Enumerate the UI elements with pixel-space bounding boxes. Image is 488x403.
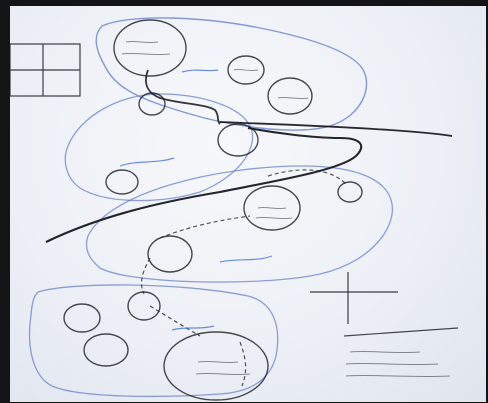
scribble-low-2 <box>255 216 293 220</box>
axis-cross <box>310 272 398 324</box>
dash-link-3 <box>149 305 201 337</box>
blue-scribble-top <box>181 69 219 73</box>
dash-link-1 <box>159 215 251 239</box>
bottom-left-circle-1 <box>63 303 101 333</box>
scribble-top-3 <box>233 68 259 72</box>
mid-zone-outline <box>64 93 254 202</box>
mid-small-circle <box>138 92 166 116</box>
blue-scribble-mid <box>119 157 175 167</box>
right-spur-line <box>219 121 453 137</box>
scribble-bottom-2 <box>195 372 251 376</box>
dashed-connections <box>140 169 347 387</box>
blue-scribble-lower <box>219 255 273 263</box>
lower-center-circle <box>147 235 193 273</box>
top-small-circle-1 <box>227 55 265 85</box>
scribble-top-2 <box>121 52 171 56</box>
bottom-right-underline <box>343 327 459 337</box>
scribble-lines <box>121 40 451 378</box>
mid-circle <box>217 123 259 157</box>
blue-scribble-bottom <box>171 325 215 331</box>
bottom-left-circle-3 <box>83 333 129 367</box>
sketch-canvas <box>10 17 459 401</box>
mid-left-circle <box>105 169 139 195</box>
bottom-zone-outline <box>28 284 279 398</box>
scribbles <box>119 40 451 378</box>
scribble-bottom-1 <box>197 360 239 364</box>
corner-table <box>10 43 81 97</box>
whiteboard-photo <box>10 6 486 402</box>
dash-link-4 <box>239 341 247 387</box>
dash-link-2 <box>140 257 151 295</box>
top-connector-line <box>145 69 221 125</box>
scribble-low-1 <box>257 206 287 210</box>
top-zone-outline <box>95 17 368 131</box>
dash-link-5 <box>267 169 347 185</box>
scribble-bottom-right-1 <box>349 350 421 354</box>
top-small-circle-2 <box>267 77 313 115</box>
lower-right-circle <box>243 185 301 231</box>
node-circles <box>63 19 363 401</box>
bottom-big-circle <box>163 331 269 401</box>
scribble-top-4 <box>277 96 309 100</box>
lower-zone-outline <box>85 165 394 283</box>
scribble-bottom-right-2 <box>345 362 439 366</box>
bottom-left-circle-2 <box>127 291 161 321</box>
scribble-bottom-right-3 <box>345 374 451 378</box>
main-road-line <box>45 126 363 243</box>
scribble-top-1 <box>125 40 159 44</box>
far-right-circle <box>337 181 363 203</box>
blue-scribbles <box>119 69 273 331</box>
top-large-circle <box>113 19 187 77</box>
